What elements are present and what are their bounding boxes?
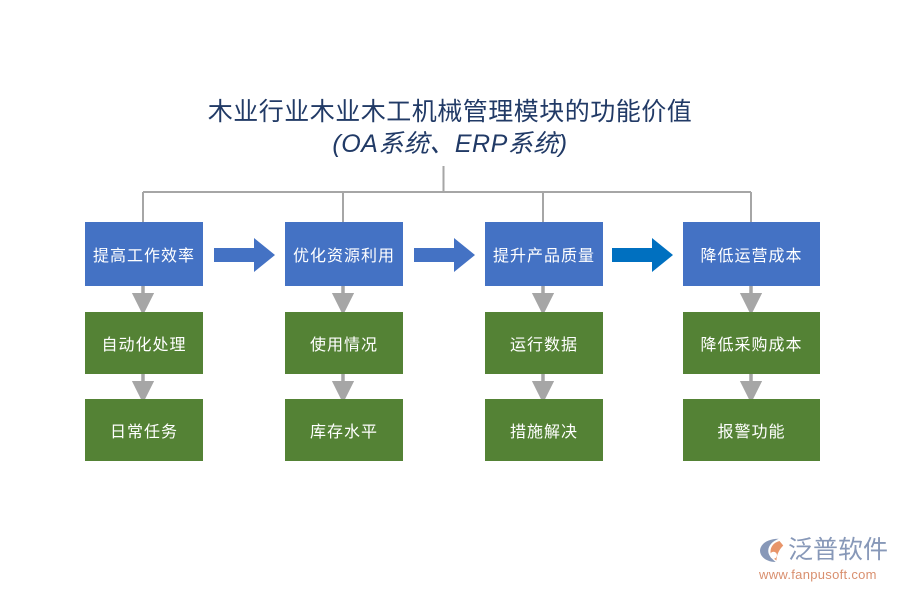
brand-url: www.fanpusoft.com [759,567,877,582]
diagram-title: 木业行业木业木工机械管理模块的功能价值 (OA系统、ERP系统) [0,96,900,160]
blue-box-optimize-resources[interactable]: 优化资源利用 [285,222,403,286]
fanpu-logo-icon [760,538,784,562]
blue-box-reduce-operating-cost[interactable]: 降低运营成本 [683,222,820,286]
green-box-usage-status[interactable]: 使用情况 [285,312,403,374]
blue-box-improve-efficiency[interactable]: 提高工作效率 [85,222,203,286]
green-box-measure-solution[interactable]: 措施解决 [485,399,603,461]
brand-name: 泛普软件 [788,536,889,564]
green-box-label: 使用情况 [309,337,378,354]
blue-box-label: 优化资源利用 [292,248,395,265]
green-box-label: 降低采购成本 [700,337,803,354]
green-box-automation[interactable]: 自动化处理 [85,312,203,374]
green-box-label: 运行数据 [509,337,578,354]
green-box-label: 自动化处理 [101,337,187,354]
green-box-reduce-procurement-cost[interactable]: 降低采购成本 [683,312,820,374]
green-box-label: 报警功能 [717,424,786,441]
green-box-label: 措施解决 [509,424,578,441]
green-box-runtime-data[interactable]: 运行数据 [485,312,603,374]
flow-arrow-1-icon [214,238,275,272]
green-box-alarm-function[interactable]: 报警功能 [683,399,820,461]
blue-box-label: 提升产品质量 [492,248,595,265]
green-box-daily-tasks[interactable]: 日常任务 [85,399,203,461]
blue-box-label: 提高工作效率 [92,248,195,265]
flow-arrow-3-icon [612,238,673,272]
flow-arrow-2-icon [414,238,475,272]
green-box-inventory-level[interactable]: 库存水平 [285,399,403,461]
blue-box-improve-quality[interactable]: 提升产品质量 [485,222,603,286]
blue-box-label: 降低运营成本 [700,248,803,265]
green-box-label: 日常任务 [109,424,178,441]
brand-row: 泛普软件 [757,533,892,567]
title-line-primary: 木业行业木业木工机械管理模块的功能价值 [207,98,693,126]
title-line-secondary: (OA系统、ERP系统) [332,130,568,158]
brand-watermark: 泛普软件 www.fanpusoft.com [757,533,892,585]
green-box-label: 库存水平 [309,424,378,441]
